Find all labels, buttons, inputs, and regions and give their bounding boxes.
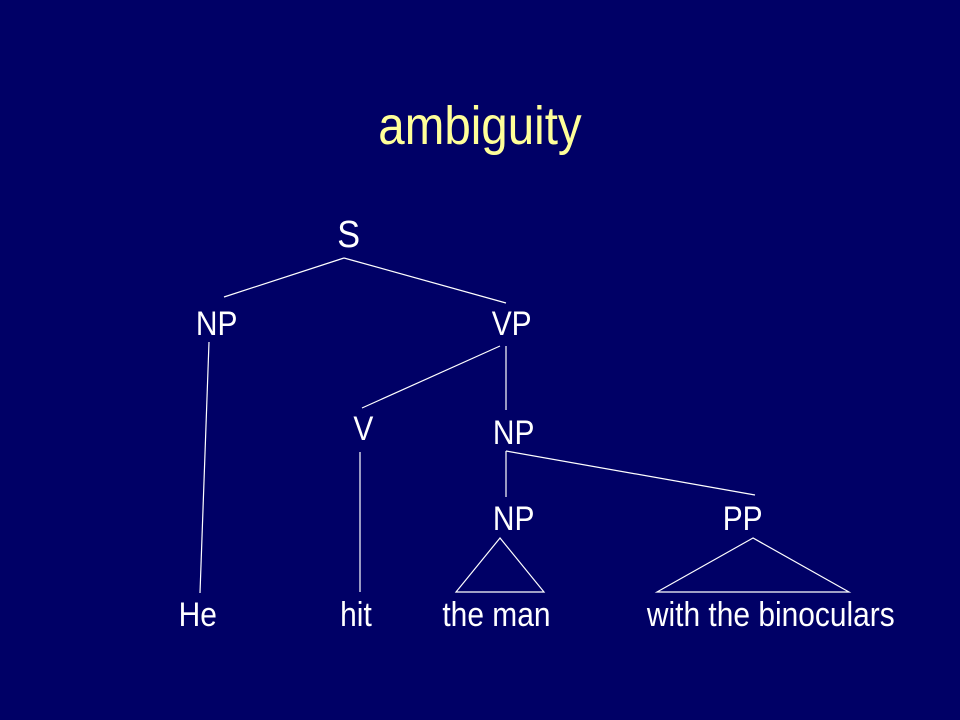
node-vp: VP xyxy=(491,305,532,343)
word-the-man: the man xyxy=(442,596,551,634)
triangle-the-man xyxy=(454,537,546,593)
slide-title: ambiguity xyxy=(378,96,582,156)
node-pp: PP xyxy=(722,500,763,538)
node-np-subject: NP xyxy=(195,305,238,343)
node-np-inner: NP xyxy=(492,500,535,538)
word-hit: hit xyxy=(340,596,372,634)
node-np-object: NP xyxy=(492,414,535,452)
word-he: He xyxy=(178,596,217,634)
node-s: S xyxy=(337,214,361,256)
edge-vp-v xyxy=(361,345,501,409)
edge-s-np xyxy=(223,257,345,298)
triangle-with-the-binoculars xyxy=(654,537,852,593)
edge-np-pp xyxy=(505,450,756,496)
node-v: V xyxy=(353,410,374,448)
word-with-the-binoculars: with the binoculars xyxy=(646,596,895,634)
edge-s-vp xyxy=(343,257,507,304)
edge-np-he xyxy=(199,341,210,594)
